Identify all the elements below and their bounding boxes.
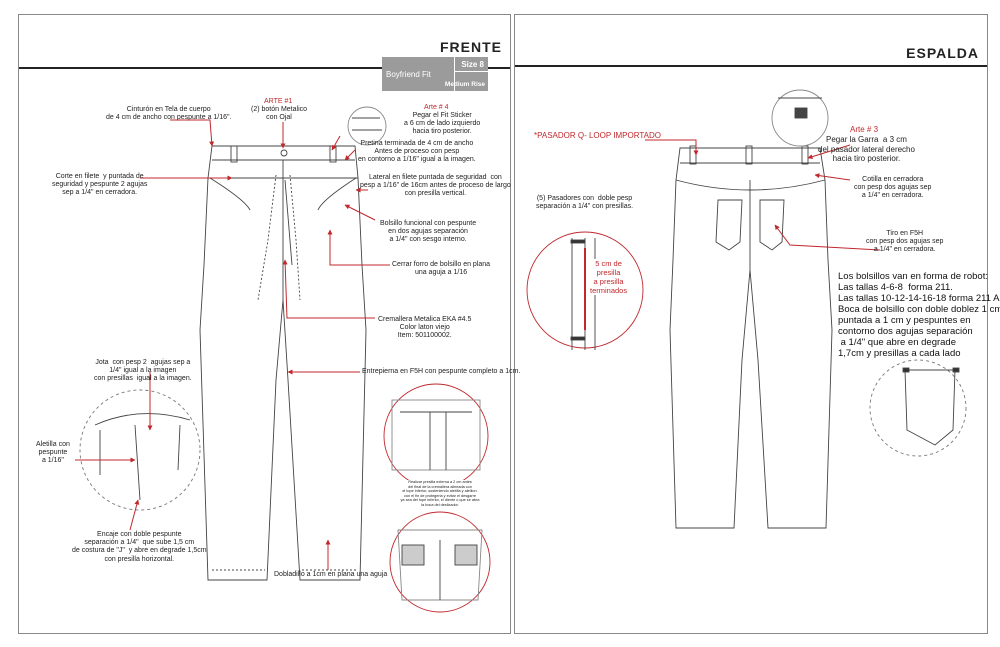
front-title: FRENTE bbox=[440, 39, 502, 55]
fit-info-box: Boyfriend Fit Size 8 Medium Rise bbox=[382, 57, 488, 91]
front-header: FRENTE bbox=[19, 37, 510, 69]
note-arte1-title: ARTE #1 bbox=[264, 98, 293, 105]
note-aletilla: Aletilla con pespunte a 1/16" bbox=[36, 441, 70, 465]
note-arte3-body: Pegar la Garra a 3 cm del pasador latera… bbox=[818, 135, 915, 163]
note-tiro: Tiro en F5H con pesp dos agujas sep a 1/… bbox=[866, 230, 944, 254]
front-panel: FRENTE Boyfriend Fit Size 8 Medium Rise bbox=[18, 14, 511, 634]
note-realizar-presilla: Realizar presilla externa a 2 cm antes d… bbox=[387, 480, 493, 508]
note-lateral-filete: Lateral en filete puntada de seguridad c… bbox=[360, 174, 511, 198]
note-encaje: Encaje con doble pespunte separación a 1… bbox=[72, 531, 207, 563]
front-jeans-drawing bbox=[199, 145, 367, 581]
note-entrepierna: Entrepierna en F5H con pespunte completo… bbox=[362, 368, 521, 375]
note-arte4-title: Arte # 4 bbox=[424, 104, 449, 111]
note-arte3-title: Arte # 3 bbox=[850, 125, 879, 134]
back-panel: ESPALDA bbox=[514, 14, 988, 634]
note-pasadores: (5) Pasadores con doble pesp separación … bbox=[536, 195, 634, 211]
note-pasador: *PASADOR Q- LOOP IMPORTADO bbox=[534, 131, 661, 140]
note-presilla-detail: 5 cm de presilla a presilla terminados bbox=[590, 259, 628, 295]
rise-label: Medium Rise bbox=[444, 81, 485, 88]
note-cremallera: Cremallera Metalica EKA #4.5 Color laton… bbox=[378, 316, 472, 340]
note-jota: Jota con pesp 2 agujas sep a 1/4" igual … bbox=[94, 359, 192, 383]
fit-label: Boyfriend Fit bbox=[386, 70, 431, 79]
back-header: ESPALDA bbox=[515, 33, 987, 67]
note-cinturon: Cinturón en Tela de cuerpo de 4 cm de an… bbox=[106, 106, 232, 122]
note-cerrar-forro: Cerrar forro de bolsillo en plana una ag… bbox=[392, 261, 491, 277]
note-arte4-body: Pegar el Fit Sticker a 6 cm de lado izqu… bbox=[404, 112, 481, 136]
back-title: ESPALDA bbox=[906, 45, 979, 61]
back-jeans-drawing bbox=[669, 145, 833, 529]
note-cotilla: Cotilla en cerradora con pesp dos agujas… bbox=[854, 176, 932, 200]
size-label: Size 8 bbox=[461, 60, 484, 69]
note-pretina: Pretina terminada de 4 cm de ancho Antes… bbox=[358, 140, 476, 164]
note-arte1-body: (2) botón Metalico con Ojal bbox=[251, 106, 308, 122]
note-dobladillo: Dobladillo a 1cm en plana una aguja bbox=[274, 571, 388, 578]
note-bolsillo-funcional: Bolsillo funcional con pespunte en dos a… bbox=[380, 220, 477, 244]
note-bolsillos-robot: Los bolsillos van en forma de robot: Las… bbox=[838, 271, 1000, 359]
note-corte-filete: Corte en filete y puntada de seguridad y… bbox=[52, 173, 148, 197]
